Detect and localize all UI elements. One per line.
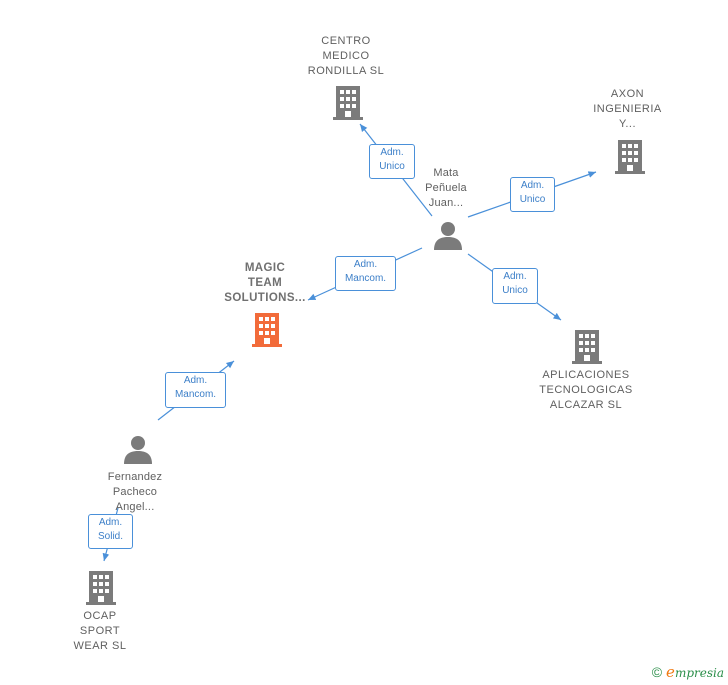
node-label-magic-team: MAGIC TEAM SOLUTIONS... (224, 262, 306, 304)
node-label-fernandez: Fernandez Pacheco Angel... (107, 471, 163, 513)
edge-label-fernandez-ocap[interactable]: Adm. Solid. (88, 514, 133, 549)
building-icon[interactable] (615, 138, 645, 174)
building-icon[interactable] (572, 328, 602, 364)
edge-label-mata-axon[interactable]: Adm. Unico (510, 177, 555, 212)
copyright-icon: © (651, 664, 663, 680)
footer-brand: © empresia (652, 663, 724, 681)
edge-label-mata-magic[interactable]: Adm. Mancom. (335, 256, 396, 291)
brand-logo: empresia (666, 663, 724, 681)
node-label-centro-medico: CENTRO MEDICO RONDILLA SL (307, 35, 385, 77)
building-icon[interactable] (333, 84, 363, 120)
node-label-mata: Mata Peñuela Juan... (425, 167, 467, 209)
edge-label-mata-centro[interactable]: Adm. Unico (369, 144, 415, 179)
node-label-aplicaciones: APLICACIONES TECNOLOGICAS ALCAZAR SL (539, 369, 633, 411)
building-icon-main[interactable] (252, 311, 282, 347)
node-label-ocap: OCAP SPORT WEAR SL (73, 610, 127, 652)
person-icon[interactable] (433, 220, 463, 250)
person-icon[interactable] (123, 434, 153, 464)
edge-label-mata-aplicaciones[interactable]: Adm. Unico (492, 268, 538, 304)
edge-label-fernandez-magic[interactable]: Adm. Mancom. (165, 372, 226, 408)
building-icon[interactable] (86, 569, 116, 605)
node-label-axon: AXON INGENIERIA Y... (593, 88, 662, 130)
